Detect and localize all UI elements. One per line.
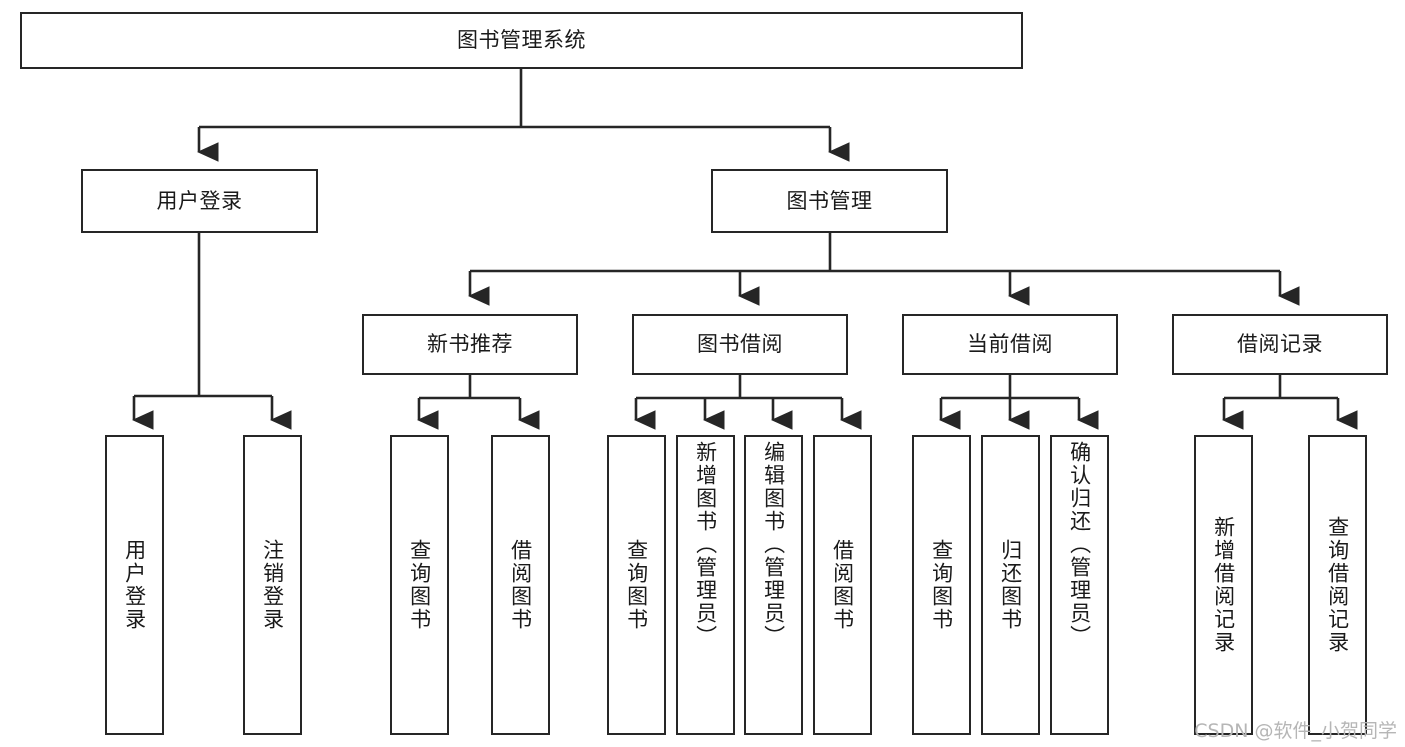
leaf-borrow-record-add-label: 新增借阅记录: [1211, 516, 1236, 654]
leaf-book-borrow-borrow-label: 借阅图书: [830, 539, 855, 631]
node-user-login[interactable]: 用户登录: [81, 169, 318, 233]
leaf-new-book-query[interactable]: 查询图书: [390, 435, 449, 735]
node-root-label: 图书管理系统: [457, 28, 586, 53]
node-user-login-label: 用户登录: [156, 188, 243, 213]
node-book-management[interactable]: 图书管理: [711, 169, 948, 233]
node-book-management-label: 图书管理: [786, 188, 873, 213]
leaf-borrow-record-add[interactable]: 新增借阅记录: [1194, 435, 1253, 735]
leaf-current-borrow-query-label: 查询图书: [929, 539, 954, 631]
node-new-book-recommend[interactable]: 新书推荐: [362, 314, 578, 375]
leaf-book-borrow-query[interactable]: 查询图书: [607, 435, 666, 735]
leaf-book-borrow-add-label: 新增图书（管理员）: [693, 441, 718, 648]
leaf-borrow-record-query-label: 查询借阅记录: [1325, 516, 1350, 654]
leaf-user-login-logout-label: 注销登录: [260, 539, 285, 631]
node-book-borrow-label: 图书借阅: [697, 332, 783, 357]
node-new-book-recommend-label: 新书推荐: [427, 332, 513, 357]
leaf-user-login-login-label: 用户登录: [122, 539, 147, 631]
leaf-current-borrow-return[interactable]: 归还图书: [981, 435, 1040, 735]
node-root[interactable]: 图书管理系统: [20, 12, 1023, 69]
leaf-user-login-login[interactable]: 用户登录: [105, 435, 164, 735]
node-borrow-record-label: 借阅记录: [1237, 332, 1323, 357]
node-current-borrow-label: 当前借阅: [967, 332, 1053, 357]
node-borrow-record[interactable]: 借阅记录: [1172, 314, 1388, 375]
leaf-book-borrow-borrow[interactable]: 借阅图书: [813, 435, 872, 735]
leaf-book-borrow-add[interactable]: 新增图书（管理员）: [676, 435, 735, 735]
leaf-book-borrow-query-label: 查询图书: [624, 539, 649, 631]
leaf-book-borrow-edit-label: 编辑图书（管理员）: [761, 441, 786, 648]
leaf-current-borrow-confirm-label: 确认归还（管理员）: [1067, 441, 1092, 648]
leaf-new-book-borrow-label: 借阅图书: [508, 539, 533, 631]
leaf-current-borrow-query[interactable]: 查询图书: [912, 435, 971, 735]
node-book-borrow[interactable]: 图书借阅: [632, 314, 848, 375]
leaf-user-login-logout[interactable]: 注销登录: [243, 435, 302, 735]
watermark: CSDN @软件_小贺同学: [1194, 720, 1397, 742]
leaf-new-book-borrow[interactable]: 借阅图书: [491, 435, 550, 735]
leaf-current-borrow-return-label: 归还图书: [998, 539, 1023, 631]
node-current-borrow[interactable]: 当前借阅: [902, 314, 1118, 375]
leaf-borrow-record-query[interactable]: 查询借阅记录: [1308, 435, 1367, 735]
leaf-current-borrow-confirm[interactable]: 确认归还（管理员）: [1050, 435, 1109, 735]
leaf-book-borrow-edit[interactable]: 编辑图书（管理员）: [744, 435, 803, 735]
leaf-new-book-query-label: 查询图书: [407, 539, 432, 631]
